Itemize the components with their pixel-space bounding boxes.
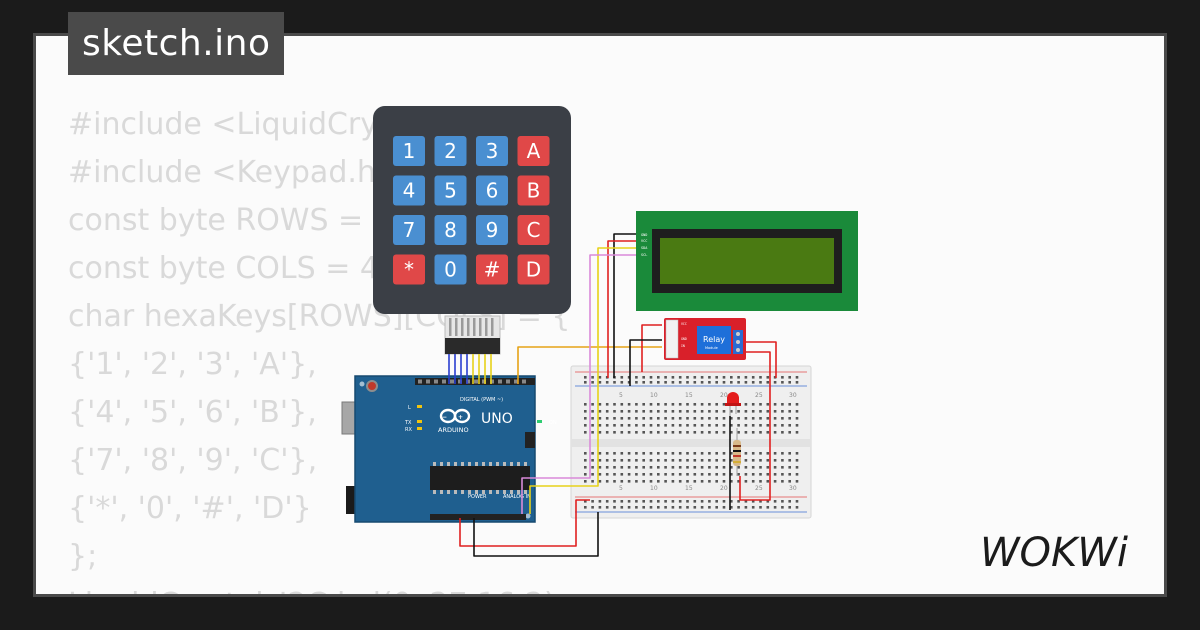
keypad-key[interactable]: 4	[393, 175, 425, 206]
atmega-chip	[430, 466, 530, 490]
lcd-pin-label: SDA	[641, 246, 648, 250]
code-line: {'*', '0', '#', 'D'}	[68, 491, 312, 526]
board-brand: ARDUINO	[438, 426, 469, 434]
membrane-keypad[interactable]: 1 2 3 A 4 5 6 B 7 8 9 C * 0 # D	[373, 106, 571, 355]
code-preview: #include <LiquidCrystal_I2C.h> #include …	[68, 101, 570, 629]
keypad-key[interactable]: B	[517, 175, 550, 206]
lcd-display[interactable]: GND VCC SDA SCL	[636, 211, 858, 311]
svg-text:POWER: POWER	[468, 494, 487, 500]
svg-text:L: L	[408, 405, 411, 411]
column-number: 20	[720, 392, 728, 399]
keypad-key[interactable]: C	[517, 215, 550, 245]
key-label: 9	[486, 218, 499, 242]
column-number: 5	[619, 392, 623, 399]
key-label: 5	[444, 179, 457, 203]
column-number: 15	[685, 485, 693, 492]
key-label: 4	[403, 179, 416, 203]
svg-text:ANALOG IN: ANALOG IN	[503, 494, 531, 500]
column-number: 10	[650, 392, 658, 399]
keypad-key[interactable]: A	[517, 136, 550, 166]
svg-text:WOKWi: WOKWi	[980, 530, 1128, 574]
svg-text:VCC: VCC	[681, 322, 687, 326]
svg-text:+: +	[458, 414, 463, 421]
wokwi-logo: WOKWi	[980, 530, 1128, 574]
breadboard[interactable]: 5 10 15 20 25 30 5 10 15 20 25 30	[570, 365, 812, 519]
key-label: 7	[403, 218, 416, 242]
svg-text:−: −	[442, 414, 447, 421]
column-number: 25	[755, 392, 763, 399]
key-label: B	[527, 179, 541, 203]
key-label: 8	[444, 218, 457, 242]
lcd-pin-label: VCC	[641, 239, 647, 243]
keypad-key[interactable]: 8	[434, 215, 467, 245]
column-number: 15	[685, 392, 693, 399]
column-number: 30	[789, 392, 797, 399]
keypad-key[interactable]: 9	[476, 215, 508, 245]
sketch-title: sketch.ino	[68, 12, 285, 75]
key-label: 2	[444, 139, 457, 163]
svg-text:RX: RX	[405, 427, 412, 433]
svg-text:IN: IN	[681, 344, 685, 348]
svg-text:TX: TX	[404, 420, 412, 426]
svg-text:ON: ON	[549, 420, 557, 426]
key-label: *	[404, 258, 414, 282]
code-line: };	[68, 539, 98, 574]
key-label: 0	[444, 258, 457, 282]
card-bottom-border	[33, 594, 1167, 597]
relay-module[interactable]: Relay Module VCC GND IN	[664, 318, 746, 360]
column-number: 5	[619, 485, 623, 492]
column-number: 25	[755, 485, 763, 492]
keypad-key[interactable]: 2	[434, 136, 467, 166]
key-label: 3	[486, 139, 499, 163]
wires	[448, 233, 777, 557]
board-model: UNO	[481, 411, 513, 427]
relay-label: Relay	[703, 335, 725, 344]
keypad-key[interactable]: 1	[393, 136, 425, 166]
svg-text:GND: GND	[681, 337, 687, 341]
code-line: const byte ROWS = 4;	[68, 203, 402, 238]
keypad-key[interactable]: *	[393, 254, 425, 285]
keypad-key[interactable]: 5	[434, 175, 467, 206]
keypad-key[interactable]: 6	[476, 175, 508, 206]
lcd-pin-label: SCL	[641, 253, 647, 257]
key-label: D	[526, 258, 541, 282]
arduino-logo: − +	[439, 408, 471, 424]
keypad-key[interactable]: 3	[476, 136, 508, 166]
keypad-key[interactable]: 0	[434, 254, 467, 285]
reset-button	[366, 380, 378, 392]
column-number: 10	[650, 485, 658, 492]
code-line: {'4', '5', '6', 'B'},	[68, 395, 317, 430]
code-line: {'7', '8', '9', 'C'},	[68, 443, 318, 478]
keypad-key[interactable]: 7	[393, 215, 425, 245]
key-label: #	[484, 258, 501, 282]
lcd-pin-label: GND	[641, 233, 647, 237]
bottom-mask	[33, 594, 1167, 630]
key-label: 1	[403, 139, 416, 163]
red-led[interactable]	[725, 392, 741, 416]
keypad-key[interactable]: #	[476, 254, 508, 285]
key-label: C	[527, 218, 541, 242]
code-line: #include <Keypad.h>	[68, 155, 402, 190]
svg-text:Module: Module	[705, 346, 718, 350]
breadboard-column-numbers: 5 10 15 20 25 30 5 10 15 20 25 30	[619, 392, 797, 492]
keypad-key[interactable]: D	[517, 254, 550, 285]
arduino-uno[interactable]: DIGITAL (PWM ~) − + UNO ARDUINO TX RX L …	[341, 375, 557, 523]
breadboard-holes	[584, 376, 799, 509]
code-line: const byte COLS = 4;	[68, 251, 390, 286]
key-label: A	[527, 139, 541, 163]
resistor[interactable]	[733, 428, 741, 476]
column-number: 30	[789, 485, 797, 492]
column-number: 20	[720, 485, 728, 492]
digital-label: DIGITAL (PWM ~)	[460, 397, 503, 403]
key-label: 6	[486, 179, 499, 203]
code-line: {'1', '2', '3', 'A'},	[68, 347, 317, 382]
